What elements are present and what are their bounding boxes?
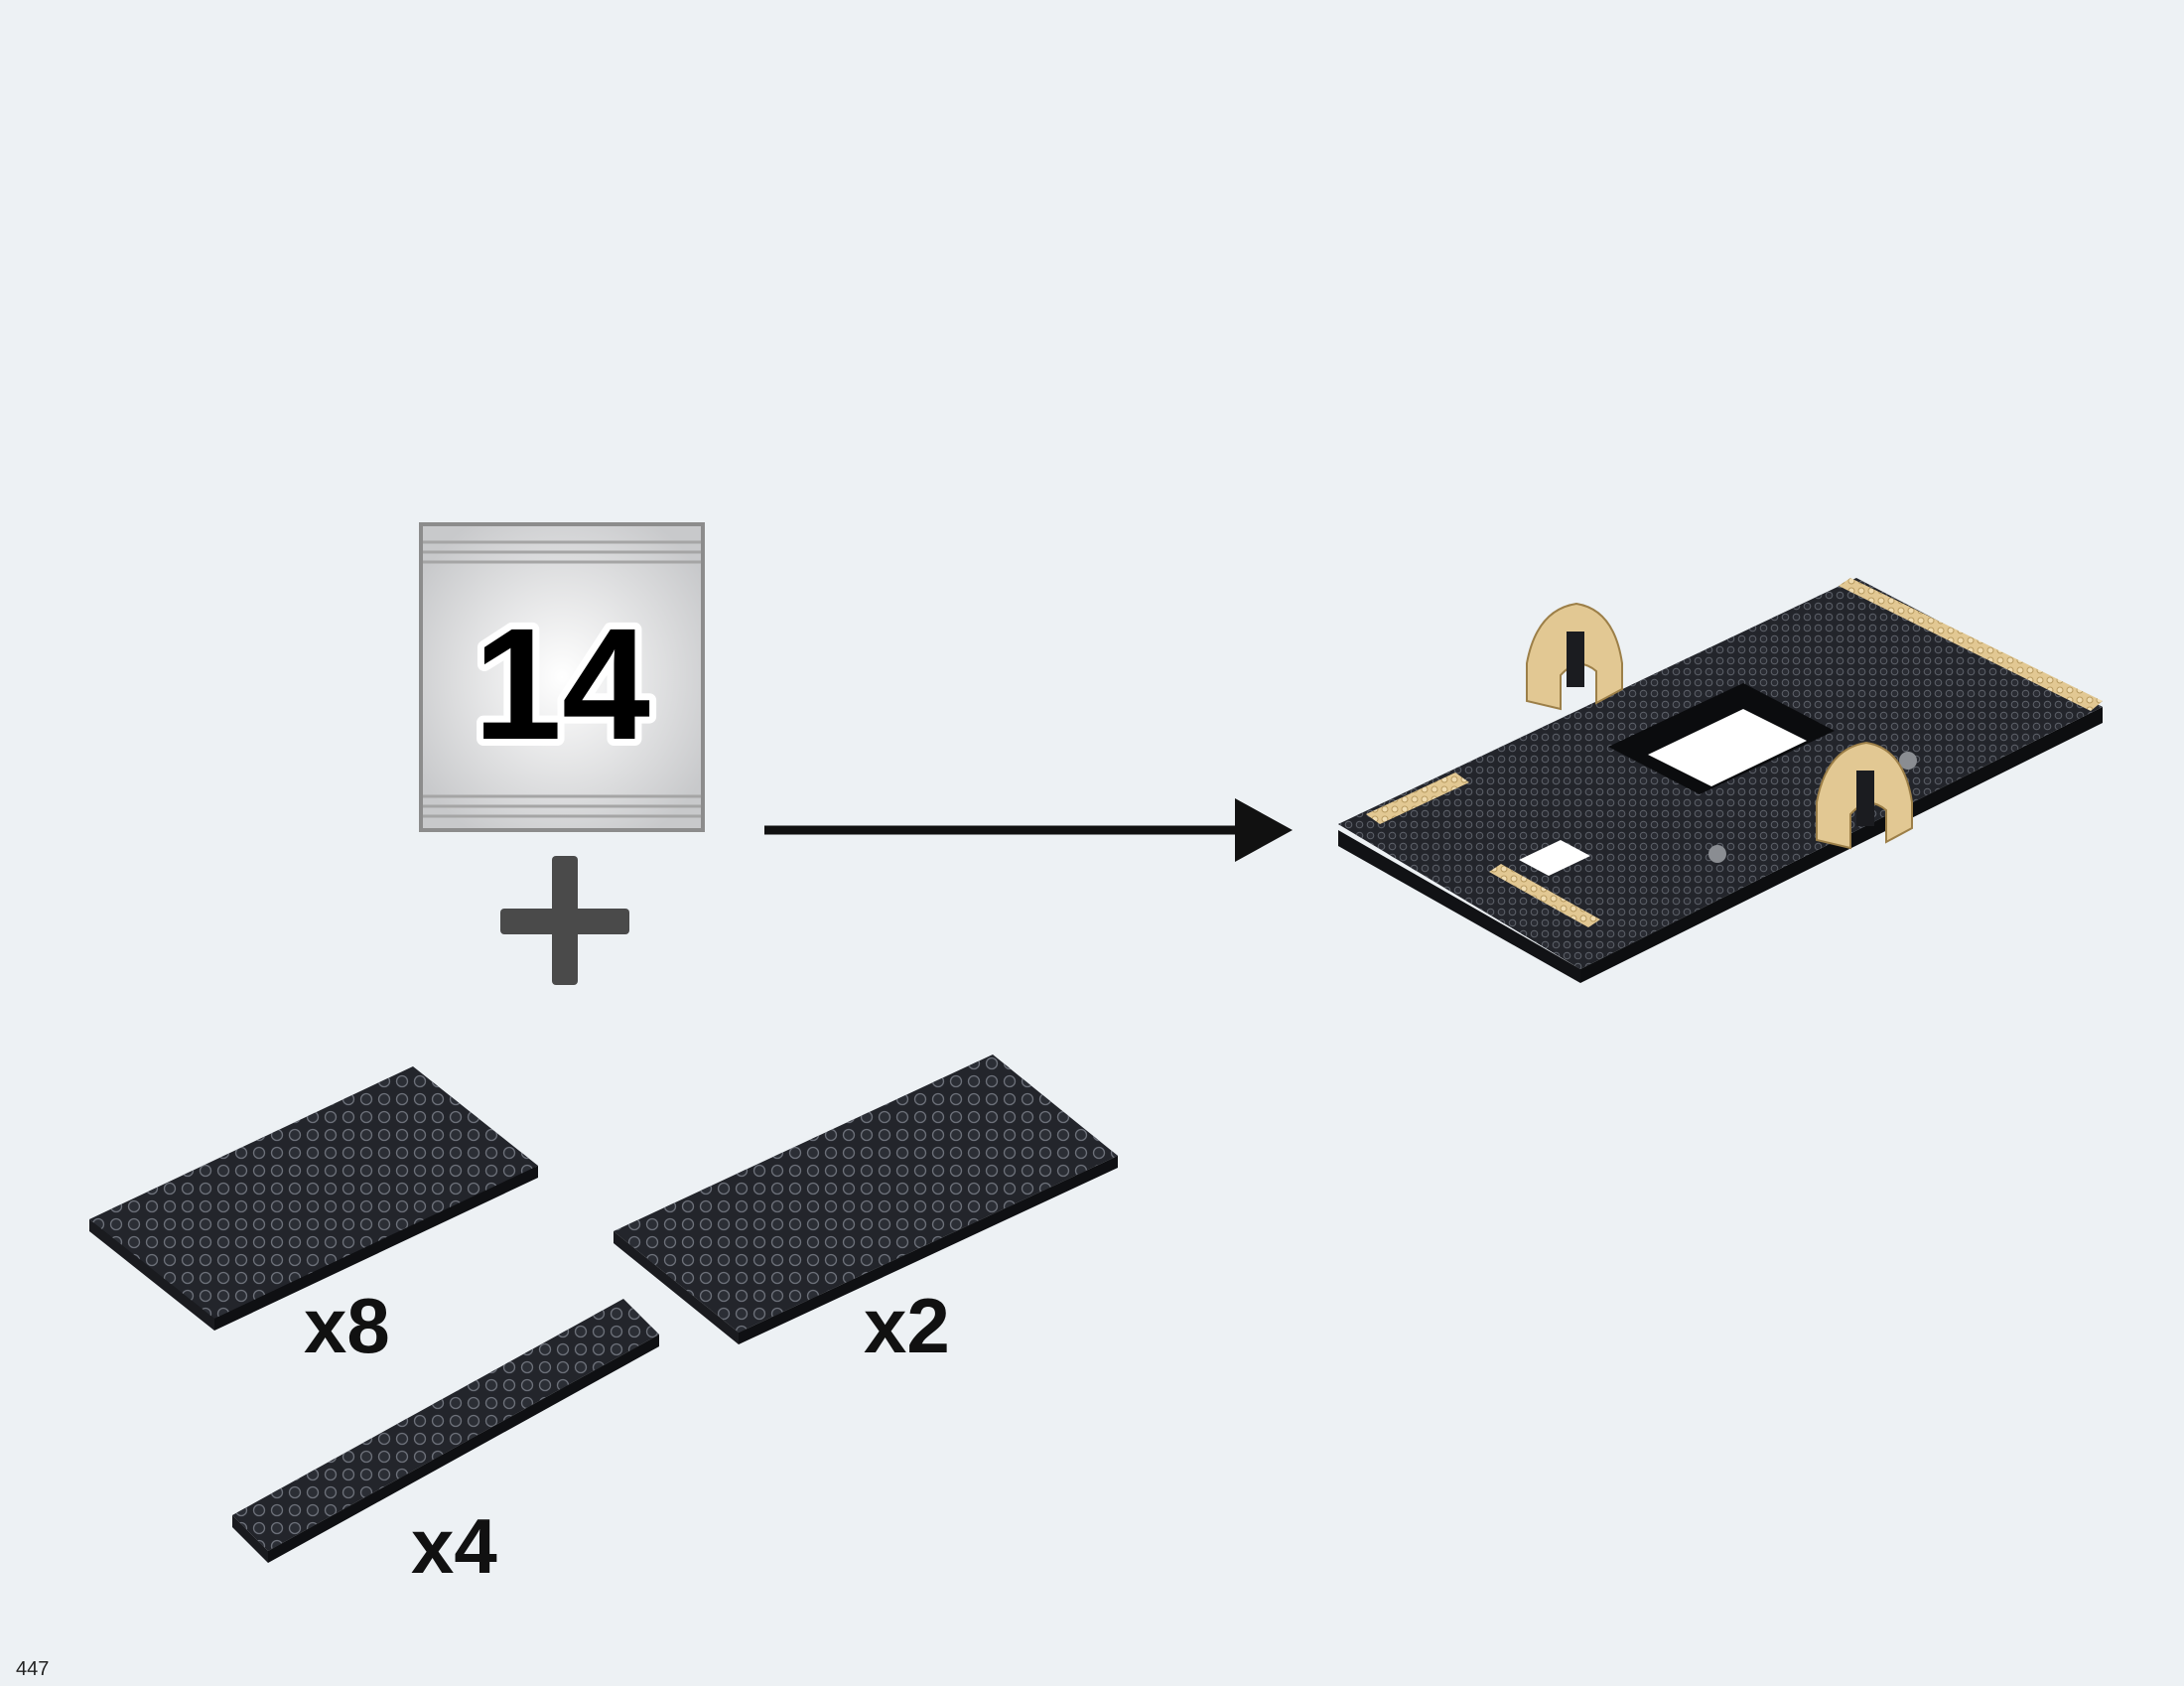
- tan-arch-left: [1526, 602, 1623, 711]
- completed-model: [1338, 578, 2103, 983]
- part-quantity-plate-8x16: x2: [864, 1282, 950, 1369]
- page-divider: [0, 1686, 2184, 1688]
- plate-2x16: [232, 1299, 659, 1563]
- tan-arch-right: [1816, 741, 1913, 850]
- bag-icon: 14: [419, 522, 705, 832]
- bag-number: 14: [474, 595, 650, 773]
- plus-icon: [500, 856, 629, 985]
- page-number: 447: [16, 1658, 50, 1680]
- arrow-right-icon: [764, 798, 1293, 862]
- plate-6x12: [89, 1066, 538, 1331]
- part-quantity-plate-2x16: x4: [411, 1502, 497, 1590]
- part-quantity-plate-6x12: x8: [304, 1282, 390, 1369]
- plate-8x16: [614, 1055, 1118, 1344]
